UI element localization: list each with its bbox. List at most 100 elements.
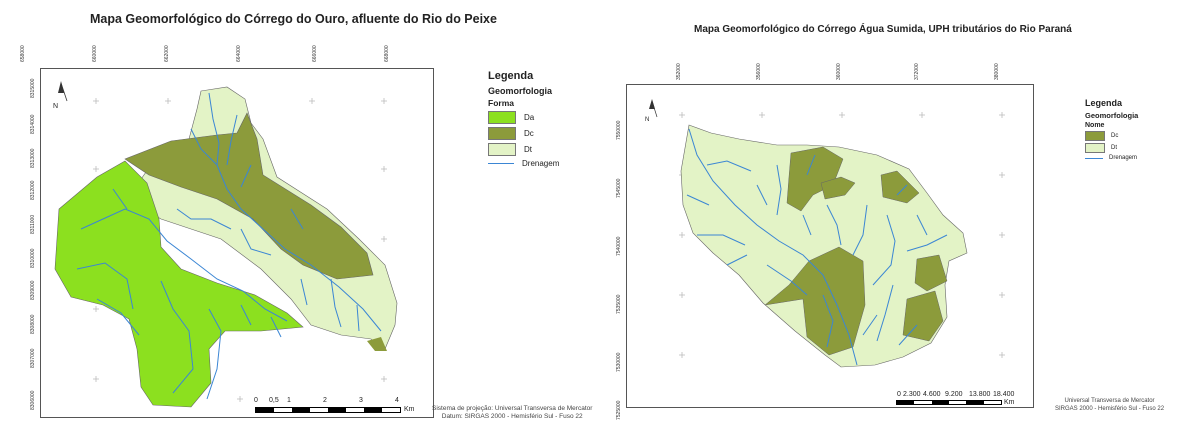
- north-arrow-icon: [649, 99, 658, 118]
- map1-scale-bar: 0 0,5 1 2 3 4 Km: [254, 397, 415, 413]
- map2-legend-drainage: Drenagem: [1085, 155, 1138, 161]
- map2-tick-top: 352000: [676, 63, 682, 80]
- map1-scale-label: 1: [287, 397, 291, 404]
- map1-legend-field: Forma: [488, 98, 514, 108]
- map2-tick-left: 7525000: [616, 400, 622, 420]
- map2-scale-label: 13.800: [969, 391, 991, 398]
- legend-label: Da: [524, 113, 535, 122]
- legend-label: Dt: [1111, 145, 1117, 151]
- map2-frame[interactable]: N 0 2.300 4.600 9.200 13.800 18.400: [626, 84, 1034, 408]
- map1-tick-top: 666000: [312, 45, 318, 62]
- projection-line: Sistema de projeção: Universal Transvers…: [432, 405, 593, 412]
- legend-swatch: [488, 127, 516, 140]
- map1-legend-item: Dt: [488, 143, 559, 156]
- legend-label: Dc: [524, 129, 534, 138]
- map1-drainage: [76, 92, 382, 400]
- legend-line-swatch: [488, 163, 514, 164]
- map2-scale-label: 9.200: [945, 391, 963, 398]
- map2-legend-item: Dt: [1085, 143, 1138, 153]
- map2-scale-label: 18.400: [993, 391, 1015, 398]
- map2-tick-left: 7535000: [616, 294, 622, 314]
- map1-north-label: N: [53, 103, 59, 110]
- map1-tick-left: 8315000: [30, 78, 36, 98]
- map2-legend-item: Dc: [1085, 131, 1138, 141]
- map2-tick-top: 360000: [836, 63, 842, 80]
- map2-grid: [679, 112, 1005, 358]
- map1-title: Mapa Geomorfológico do Córrego do Ouro, …: [90, 12, 497, 26]
- map2-region-dc: [786, 146, 844, 212]
- map1-legend-item: Da: [488, 111, 559, 124]
- map2-scale-unit: Km: [1004, 399, 1015, 406]
- map1-region-dc-small: [367, 337, 387, 351]
- map2-projection: Universal Transversa de Mercator SIRGAS …: [1055, 398, 1164, 413]
- map2-tick-top: 380000: [994, 63, 1000, 80]
- map2-region-dc: [820, 176, 856, 200]
- map2-region-dc: [914, 254, 948, 292]
- legend-swatch: [1085, 131, 1105, 141]
- map2-region-dc: [902, 290, 944, 342]
- map1-legend-item: Dc: [488, 127, 559, 140]
- map2-tick-top: 372000: [914, 63, 920, 80]
- map2-legend-field: Nome: [1085, 122, 1105, 129]
- legend-swatch: [488, 143, 516, 156]
- projection-line: SIRGAS 2000 - Hemisfério Sul - Fuso 22: [1055, 405, 1165, 412]
- map1-scale-label: 2: [323, 397, 327, 404]
- map1-tick-top: 658000: [20, 45, 26, 62]
- map2-region-dc: [764, 246, 866, 356]
- map2-scale-label: 0: [897, 391, 901, 398]
- map1-canvas: [54, 86, 398, 408]
- map2-legend: Legenda Geomorfologia Nome Dc Dt Drenage…: [1085, 98, 1138, 163]
- map1-tick-left: 8312000: [30, 180, 36, 200]
- map1-tick-left: 8307000: [30, 348, 36, 368]
- map1-tick-left: 8311000: [30, 214, 36, 234]
- projection-line: Datum: SIRGAS 2000 - Hemisfério Sul - Fu…: [441, 413, 583, 421]
- map1-scale-unit: Km: [404, 406, 415, 413]
- map2-scale-bar-graphic: Km: [896, 399, 1015, 406]
- map1-frame[interactable]: N 0 0,5 1 2 3 4 Km: [40, 68, 434, 418]
- map1-tick-left: 8308000: [30, 314, 36, 334]
- map2-canvas: [679, 112, 1005, 368]
- map1-legend-subtitle: Geomorfologia: [488, 86, 553, 96]
- map2-title: Mapa Geomorfológico do Córrego Água Sumi…: [694, 24, 1072, 35]
- map2-legend-title: Legenda: [1085, 98, 1123, 108]
- map1-legend: Legenda Geomorfologia Forma Da Dc Dt Dre…: [488, 70, 559, 171]
- map1-tick-left: 8306000: [30, 390, 36, 410]
- map2-north-label: N: [645, 117, 650, 123]
- legend-label: Drenagem: [1109, 155, 1138, 161]
- map1-region-dc: [124, 112, 374, 280]
- map1-tick-top: 660000: [92, 45, 98, 62]
- map1-tick-left: 8314000: [30, 114, 36, 134]
- map1-scale-label: 0: [254, 397, 258, 404]
- map1-scale-label: 3: [359, 397, 363, 404]
- map1-region-da: [54, 160, 304, 408]
- map2-scale-label: 4.600: [923, 391, 941, 398]
- map1-tick-left: 8309000: [30, 280, 36, 300]
- map1-scale-label: 4: [395, 397, 399, 404]
- map2-tick-left: 7550000: [616, 120, 622, 140]
- map1-legend-title: Legenda: [488, 70, 534, 82]
- map1-legend-drainage: Drenagem: [488, 159, 559, 168]
- map1-scale-label: 0,5: [269, 397, 279, 404]
- map2-legend-subtitle: Geomorfologia: [1085, 111, 1139, 120]
- map2-tick-left: 7545000: [616, 178, 622, 198]
- north-arrow-icon: [58, 81, 68, 102]
- map2-tick-left: 7540000: [616, 236, 622, 256]
- legend-swatch: [1085, 143, 1105, 153]
- map1-tick-top: 662000: [164, 45, 170, 62]
- map2-north-arrow: N: [645, 99, 659, 123]
- map1-tick-left: 8313000: [30, 148, 36, 168]
- map2-scale-label: 2.300: [903, 391, 921, 398]
- projection-line: Universal Transversa de Mercator: [1064, 398, 1155, 404]
- map1-tick-left: 8310000: [30, 248, 36, 268]
- map1-north-arrow: N: [53, 81, 69, 110]
- legend-line-swatch: [1085, 157, 1103, 159]
- map2-tick-left: 7530000: [616, 352, 622, 372]
- legend-swatch: [488, 111, 516, 124]
- map2-drainage: [686, 128, 948, 366]
- map1-tick-top: 664000: [236, 45, 242, 62]
- map2-region-dc: [880, 170, 920, 204]
- map1-tick-top: 668000: [384, 45, 390, 62]
- map1-projection: Sistema de projeção: Universal Transvers…: [432, 405, 592, 421]
- legend-label: Dc: [1111, 133, 1119, 139]
- legend-label: Dt: [524, 145, 532, 154]
